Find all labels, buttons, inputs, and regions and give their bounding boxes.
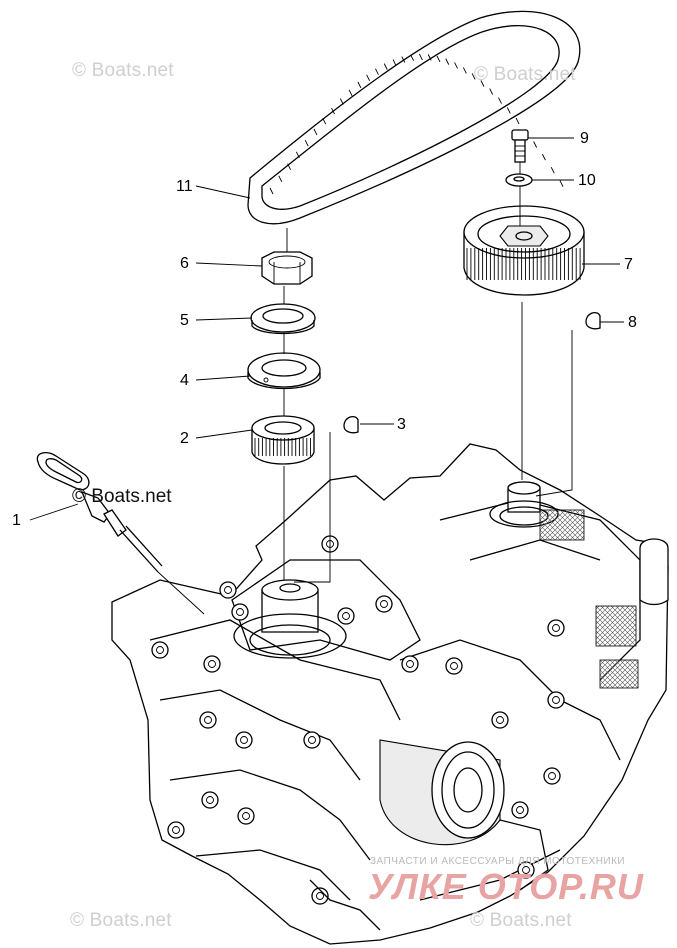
lock-washer — [250, 303, 316, 335]
driven-pulley — [463, 205, 585, 296]
callout-5[interactable]: 5 — [180, 312, 189, 329]
brand-logo: УЛКЕ ОТОР.RU — [368, 866, 644, 907]
woodruff-key-3 — [343, 415, 359, 434]
flywheel-nut — [261, 251, 313, 285]
woodruff-key-8 — [585, 311, 601, 330]
plate-washer — [247, 352, 321, 390]
watermark-top-left: © Boats.net — [72, 60, 174, 81]
callout-4[interactable]: 4 — [180, 372, 189, 389]
bolt — [511, 129, 529, 163]
oil-dipstick — [36, 451, 163, 573]
callout-2[interactable]: 2 — [180, 430, 189, 447]
watermark-bottom-left: © Boats.net — [70, 910, 172, 931]
watermark-mid: © Boats.net — [72, 486, 172, 507]
callout-11[interactable]: 11 — [176, 178, 193, 195]
callout-6[interactable]: 6 — [180, 255, 189, 272]
engine-block — [111, 443, 669, 945]
callout-10[interactable]: 10 — [578, 172, 596, 189]
timing-belt — [247, 10, 581, 225]
callout-7[interactable]: 7 — [624, 256, 633, 273]
alignment-lines — [157, 162, 573, 615]
callout-9[interactable]: 9 — [580, 130, 589, 147]
callout-8[interactable]: 8 — [628, 314, 637, 331]
callout-leaders — [29, 137, 624, 521]
watermark-bottom-right: © Boats.net — [470, 910, 572, 931]
washer — [505, 173, 533, 187]
drive-sprocket — [251, 415, 315, 465]
watermark-top-right: © Boats.net — [474, 64, 576, 85]
brand-tagline: ЗАПЧАСТИ И АКСЕССУАРЫ ДЛЯ МОТОТЕХНИКИ — [370, 856, 626, 867]
callout-3[interactable]: 3 — [397, 416, 406, 433]
callout-1[interactable]: 1 — [12, 512, 21, 529]
